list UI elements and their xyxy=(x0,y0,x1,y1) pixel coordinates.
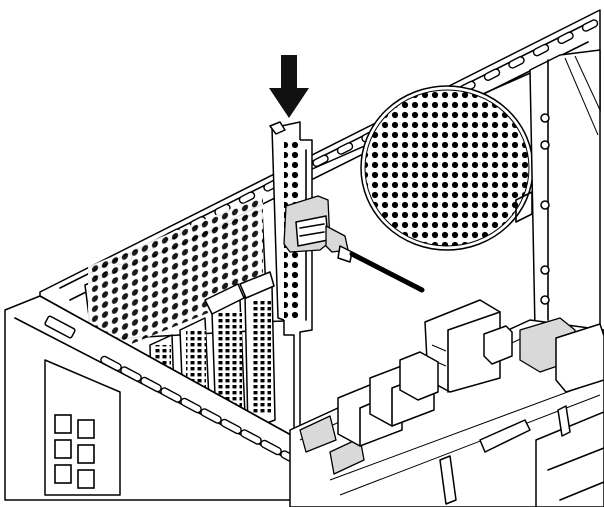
expansion-slot-covers xyxy=(84,195,276,431)
rail-slot xyxy=(336,142,354,155)
rail-slot xyxy=(483,68,501,81)
cable-connector xyxy=(283,195,353,263)
io-ports xyxy=(337,299,604,507)
pointer-line-icon xyxy=(349,251,425,293)
rail-slot xyxy=(238,191,256,204)
rail-slot xyxy=(508,56,525,69)
rail-slot xyxy=(557,31,574,45)
side-panel xyxy=(515,49,601,331)
rail-slot xyxy=(532,43,550,57)
rail-slot xyxy=(581,19,599,32)
motherboard xyxy=(289,319,604,507)
fan-grille xyxy=(360,85,534,251)
frame-slot-row xyxy=(100,355,302,466)
rail-slot xyxy=(312,154,329,168)
chassis-front-frame xyxy=(4,295,302,501)
down-arrow-icon xyxy=(269,55,309,118)
